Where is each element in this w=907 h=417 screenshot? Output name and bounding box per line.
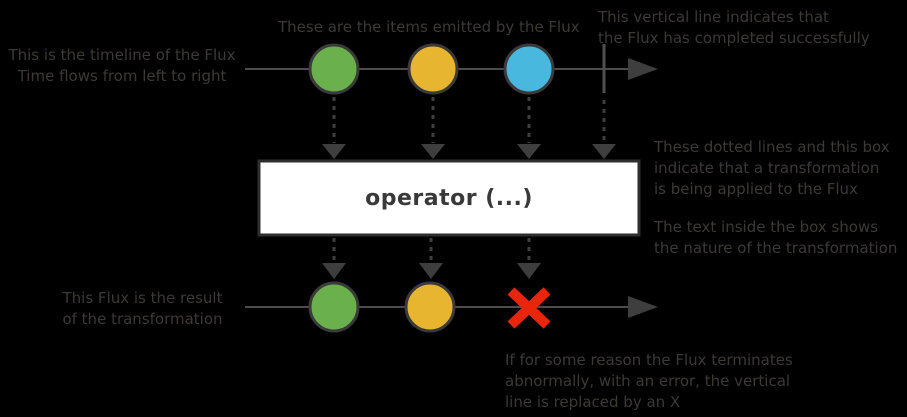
arrowhead-down-icon-3	[517, 144, 541, 159]
source-item-blue	[503, 43, 555, 95]
annotation-complete-line1: This vertical line indicates that	[598, 8, 829, 26]
arrowhead-down-icon-1	[322, 144, 346, 159]
transform-arrowheads-top	[322, 144, 616, 159]
annotation-complete: This vertical line indicates that the Fl…	[598, 7, 870, 49]
annotation-timeline: This is the timeline of the Flux Time fl…	[8, 45, 236, 87]
annotation-result: This Flux is the result of the transform…	[50, 288, 235, 330]
result-timeline-arrowhead-icon	[628, 296, 658, 318]
arrowhead-out-icon-1	[322, 263, 346, 279]
operator-box-label: operator (...)	[365, 185, 533, 211]
error-x-stroke-2	[507, 287, 551, 329]
error-x-icon	[507, 287, 551, 329]
annotation-transform-line2: indicate that a transformation	[654, 159, 880, 177]
annotation-transform-line3: is being applied to the Flux	[654, 180, 858, 198]
annotation-timeline-line1: This is the timeline of the Flux	[8, 46, 236, 64]
annotation-transform-line1: These dotted lines and this box	[654, 138, 890, 156]
annotation-result-line1: This Flux is the result	[62, 289, 223, 307]
annotation-boxtext: The text inside the box shows the nature…	[654, 217, 897, 259]
annotation-boxtext-line1: The text inside the box shows	[654, 218, 879, 236]
annotation-transform: These dotted lines and this box indicate…	[654, 137, 890, 200]
transform-arrowheads-bottom	[322, 263, 541, 279]
arrowhead-down-icon-4	[592, 144, 616, 159]
arrowhead-out-icon-3	[517, 263, 541, 279]
annotation-error-line3: line is replaced by an X	[505, 393, 681, 411]
annotation-error: If for some reason the Flux terminates a…	[505, 350, 793, 413]
transform-arrows-top	[332, 97, 606, 143]
source-timeline-arrowhead-icon	[628, 58, 658, 80]
result-item-yellow	[404, 281, 456, 333]
annotation-timeline-line2: Time flows from left to right	[17, 67, 227, 85]
annotation-complete-line2: the Flux has completed successfully	[598, 29, 870, 47]
annotation-items: These are the items emitted by the Flux	[278, 17, 580, 38]
arrowhead-down-icon-2	[421, 144, 445, 159]
result-item-green	[308, 281, 360, 333]
annotation-items-line1: These are the items emitted by the Flux	[278, 18, 580, 36]
annotation-result-line2: of the transformation	[62, 310, 223, 328]
source-item-yellow	[407, 43, 459, 95]
annotation-boxtext-line2: the nature of the transformation	[654, 239, 898, 257]
arrowhead-out-icon-2	[419, 263, 443, 279]
transform-arrows-bottom	[332, 238, 531, 262]
source-item-green	[308, 43, 360, 95]
operator-box	[257, 159, 641, 237]
annotation-error-line1: If for some reason the Flux terminates	[505, 351, 793, 369]
annotation-error-line2: abnormally, with an error, the vertical	[505, 372, 791, 390]
